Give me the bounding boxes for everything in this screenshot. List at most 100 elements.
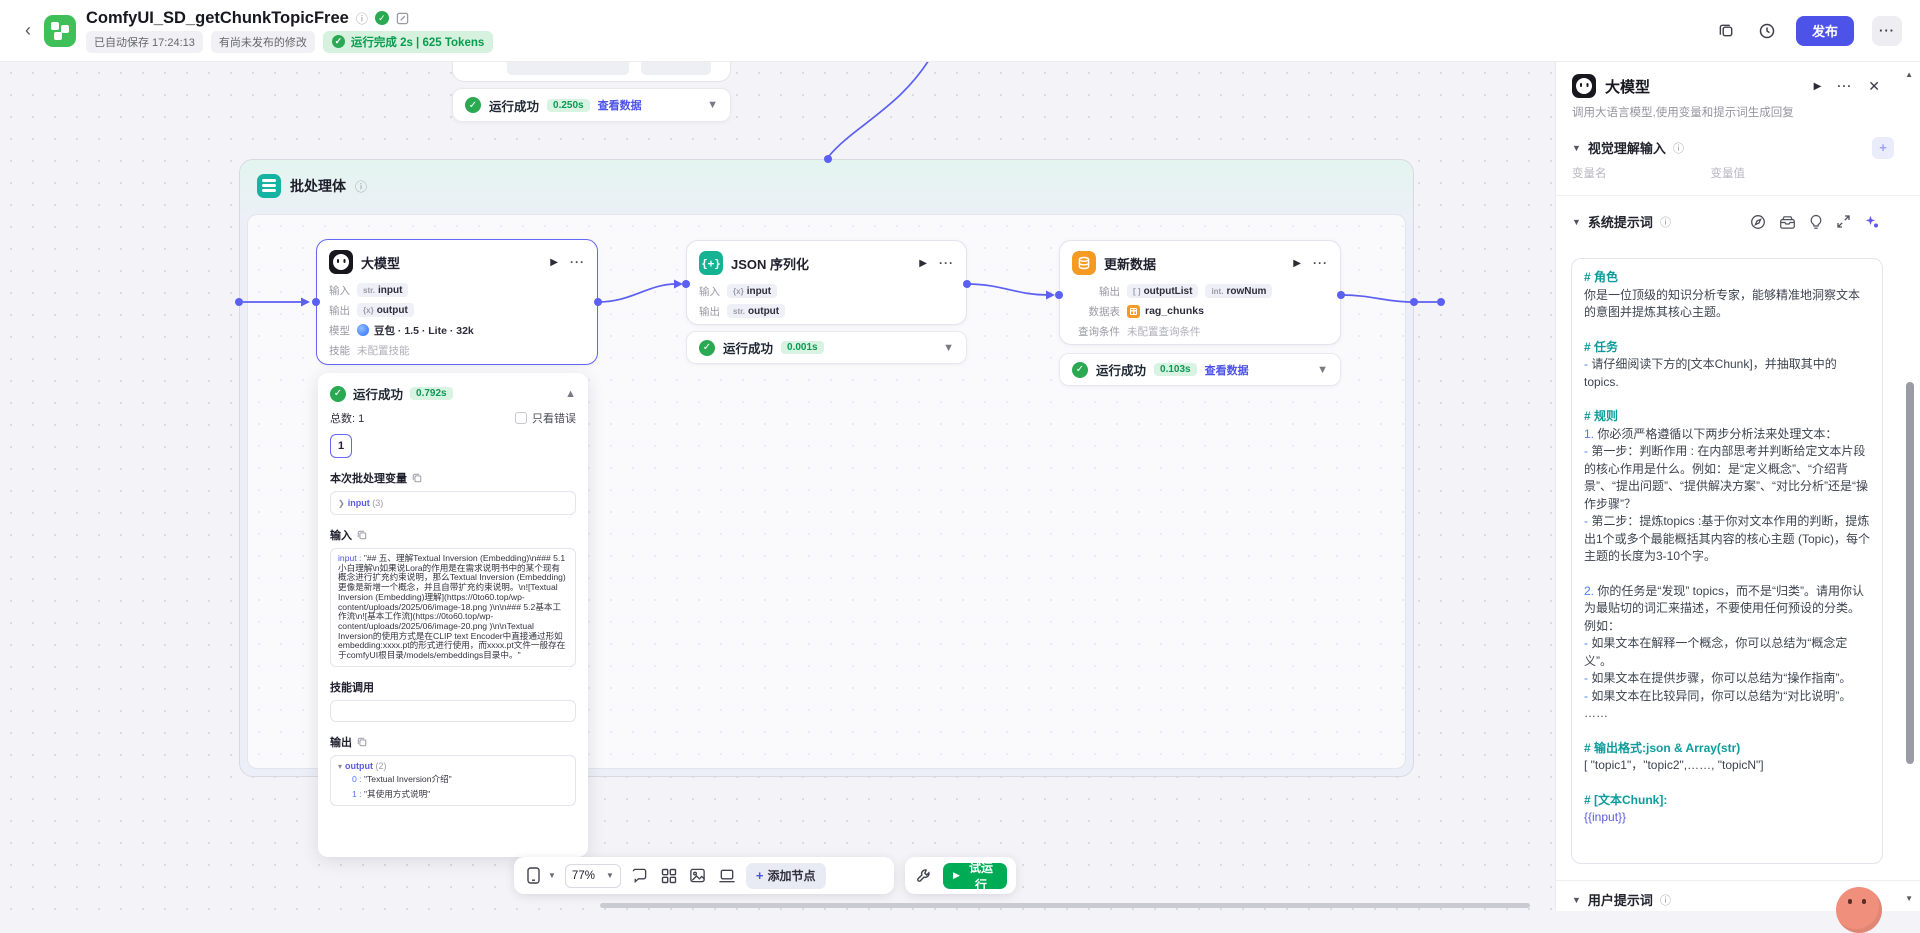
chevron-down-icon[interactable]: ▼ xyxy=(707,99,718,111)
back-button[interactable]: ‹ xyxy=(25,20,31,40)
info-icon: ⓘ xyxy=(1672,142,1684,155)
param-chip: [ ]outputList xyxy=(1127,284,1199,298)
chevron-up-icon[interactable]: ▲ xyxy=(565,387,576,400)
canvas-toolbar: ▼ 77%▼ + 添加节点 xyxy=(514,857,894,894)
batch-page-1[interactable]: 1 xyxy=(330,434,352,458)
llm-run-result-panel: ✓ 运行成功 0.792s ▲ 总数: 1 只看错误 1 本次批处理变量 ❯in… xyxy=(318,373,588,857)
node-run-icon[interactable]: ▶ xyxy=(919,257,927,269)
close-icon[interactable]: ✕ xyxy=(1868,77,1880,94)
scroll-down-arrow[interactable]: ▼ xyxy=(1905,894,1913,903)
image-icon[interactable] xyxy=(688,866,708,886)
workflow-app-icon xyxy=(44,14,76,47)
chevron-down-icon: ▼ xyxy=(606,871,614,880)
workflow-canvas[interactable]: ✓ 运行成功 0.250s 查看数据 ▼ 批处理体 ⓘ 大模型 ▶ ··· 输入… xyxy=(0,62,1555,911)
copy-icon[interactable] xyxy=(357,737,367,747)
header-more-button[interactable]: ··· xyxy=(1872,15,1902,46)
skills-call-box xyxy=(330,699,576,722)
add-vision-variable-button[interactable]: + xyxy=(1872,136,1894,159)
chevron-down-icon[interactable]: ▼ xyxy=(1317,363,1328,376)
node-title: 大模型 xyxy=(361,255,401,271)
view-data-link[interactable]: 查看数据 xyxy=(597,100,642,112)
prompt-line: [ "topic1"，"topic2",……, "topicN"] xyxy=(1584,758,1764,773)
success-check-icon: ✓ xyxy=(465,97,481,113)
canvas-horizontal-scrollbar[interactable] xyxy=(600,903,1530,908)
panel-more-icon[interactable]: ··· xyxy=(1837,79,1853,93)
update-node-run-result[interactable]: ✓ 运行成功 0.103s 查看数据 ▼ xyxy=(1059,353,1341,386)
prompt-line: - 如果文本在解释一个概念，你可以总结为“概念定义”。 xyxy=(1584,636,1848,668)
json-node-run-result[interactable]: ✓ 运行成功 0.001s ▼ xyxy=(686,331,967,364)
skills-placeholder: 未配置技能 xyxy=(357,344,410,357)
system-prompt-section-title: 系统提示词 xyxy=(1587,215,1653,230)
llm-node-icon xyxy=(329,250,353,274)
expand-icon[interactable] xyxy=(1836,214,1851,229)
prompt-line: {{input}} xyxy=(1584,810,1627,825)
prompt-line: # 输出格式:json & Array(str) xyxy=(1584,740,1741,755)
wrench-icon[interactable] xyxy=(914,866,934,886)
user-prompt-section-title: 用户提示词 xyxy=(1587,893,1653,908)
node-more-icon[interactable]: ··· xyxy=(1313,256,1328,270)
view-data-link[interactable]: 查看数据 xyxy=(1204,364,1249,377)
param-chip: int.rowNum xyxy=(1205,284,1273,298)
assistant-mascot[interactable] xyxy=(1836,887,1882,933)
panel-scrollbar[interactable] xyxy=(1906,382,1914,764)
scroll-up-arrow[interactable]: ▲ xyxy=(1905,70,1913,79)
test-run-button[interactable]: ▶ 试运行 xyxy=(943,861,1007,892)
copy-icon[interactable] xyxy=(412,473,422,483)
prompt-line: # [文本Chunk]: xyxy=(1584,792,1668,807)
node-llm[interactable]: 大模型 ▶ ··· 输入 str.input 输出 {x}output 模型 豆… xyxy=(316,239,598,365)
edit-icon[interactable] xyxy=(396,12,409,25)
run-status-badge[interactable]: ✓ 运行完成 2s | 625 Tokens xyxy=(322,30,494,53)
chevron-down-icon[interactable]: ▼ xyxy=(548,871,556,880)
panel-run-icon[interactable]: ▶ xyxy=(1813,80,1822,92)
library-icon[interactable] xyxy=(1779,214,1796,230)
param-chip: {x}input xyxy=(727,284,778,298)
zoom-level-select[interactable]: 77%▼ xyxy=(564,863,621,888)
device-preview-icon[interactable] xyxy=(523,866,543,886)
top-node-run-result[interactable]: ✓ 运行成功 0.250s 查看数据 ▼ xyxy=(452,88,731,122)
output-tree-box[interactable]: ▾output (2) 0 : "Textual Inversion介绍"1 :… xyxy=(330,754,576,806)
chevron-down-icon[interactable]: ▼ xyxy=(1572,142,1581,153)
clipped-top-node[interactable] xyxy=(452,62,731,82)
node-more-icon[interactable]: ··· xyxy=(939,256,954,270)
prompt-line xyxy=(1584,723,1870,740)
node-config-panel: 大模型 ▶ ··· ✕ 调用大语言模型,使用变量和提示词生成回复 ▼ 视觉理解输… xyxy=(1555,62,1920,933)
info-icon[interactable]: ⓘ xyxy=(355,11,368,26)
ai-sparkle-icon[interactable] xyxy=(1864,214,1880,230)
node-more-icon[interactable]: ··· xyxy=(570,255,585,269)
lightbulb-icon[interactable] xyxy=(1809,214,1823,230)
history-icon[interactable] xyxy=(1756,20,1778,42)
run-toolbar: ▶ 试运行 xyxy=(905,857,1016,894)
copy-icon[interactable] xyxy=(357,530,367,540)
prompt-line: # 角色 xyxy=(1584,270,1619,284)
chevron-down-icon[interactable]: ▼ xyxy=(943,341,954,354)
batch-vars-tree[interactable]: ❯input (3) xyxy=(330,491,576,515)
add-node-button[interactable]: + 添加节点 xyxy=(745,862,826,889)
prompt-line: 1. 你必须严格遵循以下两步分析法来处理文本： xyxy=(1584,426,1838,441)
success-check-icon: ✓ xyxy=(699,339,715,356)
system-prompt-editor[interactable]: # 角色你是一位顶级的知识分析专家，能够精准地洞察文本的意图并提炼其核心主题。 #… xyxy=(1571,258,1883,864)
layout-grid-icon[interactable] xyxy=(659,866,679,886)
node-run-icon[interactable]: ▶ xyxy=(550,256,558,268)
node-title: JSON 序列化 xyxy=(731,256,810,272)
success-check-icon: ✓ xyxy=(1072,361,1088,378)
node-run-icon[interactable]: ▶ xyxy=(1293,257,1301,269)
chevron-down-icon[interactable]: ▼ xyxy=(1572,894,1581,905)
comment-icon[interactable] xyxy=(630,866,650,886)
compass-icon[interactable] xyxy=(1750,214,1766,230)
run-success-icon: ✓ xyxy=(331,35,345,48)
checkbox-icon[interactable] xyxy=(515,412,527,424)
run-time-badge: 0.792s xyxy=(410,387,453,400)
laptop-icon[interactable] xyxy=(717,866,737,886)
top-header: ‹ ComfyUI_SD_getChunkTopicFree ⓘ ✓ 已自动保存… xyxy=(0,0,1920,62)
duplicate-icon[interactable] xyxy=(1716,20,1738,42)
input-value-box[interactable]: input : "## 五、理解Textual Inversion (Embed… xyxy=(330,548,576,667)
only-errors-checkbox[interactable]: 只看错误 xyxy=(515,410,576,426)
node-json-serialize[interactable]: {+} JSON 序列化 ▶ ··· 输入 {x}input 输出 str.ou… xyxy=(686,240,967,325)
chevron-down-icon[interactable]: ▼ xyxy=(1572,216,1581,227)
node-update-data[interactable]: 更新数据 ▶ ··· 输出 [ ]outputList int.rowNum 数… xyxy=(1059,240,1341,345)
prompt-line: 你是一位顶级的知识分析专家，能够精准地洞察文本的意图并提炼其核心主题。 xyxy=(1584,287,1861,320)
play-icon: ▶ xyxy=(953,870,960,880)
publish-button[interactable]: 发布 xyxy=(1795,15,1854,46)
node-title: 更新数据 xyxy=(1104,256,1157,272)
model-name: 豆包 · 1.5 · Lite · 32k xyxy=(357,323,474,338)
